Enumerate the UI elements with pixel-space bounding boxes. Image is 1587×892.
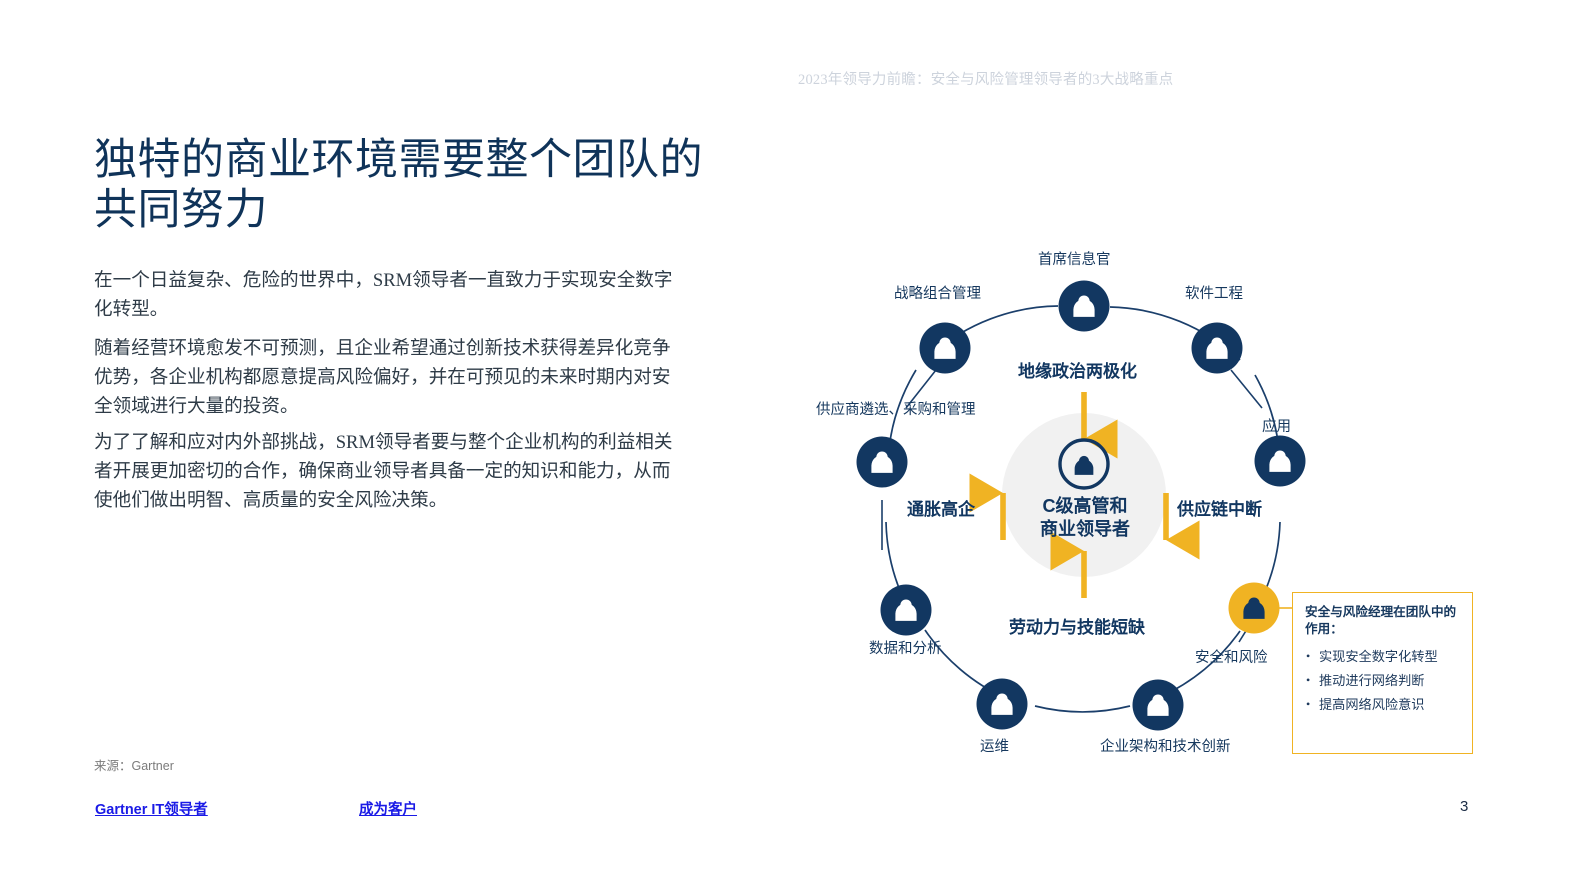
footer-link-gartner-it-leaders[interactable]: Gartner IT领导者: [95, 802, 208, 818]
node-label-application: 应用: [1262, 419, 1291, 435]
running-header: 2023年领导力前瞻：安全与风险管理领导者的3大战略重点: [798, 72, 1174, 88]
node-label-security-risk: 安全和风险: [1195, 650, 1268, 666]
callout-list-item: 实现安全数字化转型: [1305, 644, 1460, 669]
node-label-itops: 运维: [980, 739, 1009, 755]
callout-list: 实现安全数字化转型 推动进行网络判断 提高网络风险意识: [1305, 644, 1460, 717]
callout-list-item: 提高网络风险意识: [1305, 692, 1460, 717]
node-label-data-analytics: 数据和分析: [869, 641, 942, 657]
node-it-operations[interactable]: [976, 678, 1028, 730]
factor-label-inflation: 通胀高企: [907, 500, 975, 519]
security-role-callout: 安全与风险经理在团队中的作用： 实现安全数字化转型 推动进行网络判断 提高网络风…: [1292, 592, 1473, 754]
center-disc: [1002, 413, 1166, 577]
node-cio[interactable]: [1058, 280, 1110, 332]
callout-list-item: 推动进行网络判断: [1305, 668, 1460, 693]
page-title: 独特的商业环境需要整个团队的共同努力: [94, 137, 703, 234]
node-application[interactable]: [1254, 435, 1306, 487]
center-label-line-2: 商业领导者: [1040, 519, 1130, 539]
node-label-sourcing: 供应商遴选、采购和管理: [816, 402, 976, 418]
page-number: 3: [1460, 798, 1469, 815]
source-note: 来源：Gartner: [94, 759, 174, 773]
center-label-line-1: C级高管和: [1042, 496, 1128, 516]
node-enterprise-architecture[interactable]: [1132, 679, 1184, 731]
body-paragraph-2: 随着经营环境愈发不可预测，且企业希望通过创新技术获得差异化竞争优势，各企业机构都…: [94, 338, 671, 417]
factor-label-supply-chain: 供应链中断: [1177, 500, 1262, 519]
node-data-and-analytics[interactable]: [880, 584, 932, 636]
node-software-engineering[interactable]: [1191, 322, 1243, 374]
diagram-canvas: [856, 280, 1306, 731]
factor-label-geopolitical: 地缘政治两极化: [1018, 362, 1137, 381]
node-portfolio[interactable]: [919, 322, 971, 374]
node-sourcing-procurement[interactable]: [856, 436, 908, 488]
body-paragraph-3: 为了了解和应对内外部挑战，SRM领导者要与整个企业机构的利益相关者开展更加密切的…: [94, 432, 673, 511]
node-security-and-risk[interactable]: [1228, 582, 1280, 634]
left-content-column: 独特的商业环境需要整个团队的共同努力 在一个日益复杂、危险的世界中，SRM领导者…: [94, 136, 703, 511]
factor-label-workforce: 劳动力与技能短缺: [1009, 618, 1145, 637]
node-label-cio: 首席信息官: [1038, 252, 1111, 268]
person-in-circle-icon: [1058, 438, 1110, 490]
node-label-software: 软件工程: [1185, 286, 1243, 302]
callout-title: 安全与风险经理在团队中的作用：: [1305, 605, 1457, 636]
footer-link-become-client[interactable]: 成为客户: [359, 802, 417, 818]
stakeholder-circle-diagram: 战略组合管理 首席信息官 软件工程 应用 安全和风险 企业架构和技术创新 运维 …: [790, 250, 1510, 780]
node-label-portfolio: 战略组合管理: [894, 286, 981, 302]
influence-arrows: [969, 392, 1200, 598]
node-label-ea-tech: 企业架构和技术创新: [1100, 739, 1231, 755]
body-paragraph-1: 在一个日益复杂、危险的世界中，SRM领导者一直致力于实现安全数字化转型。: [94, 270, 673, 320]
